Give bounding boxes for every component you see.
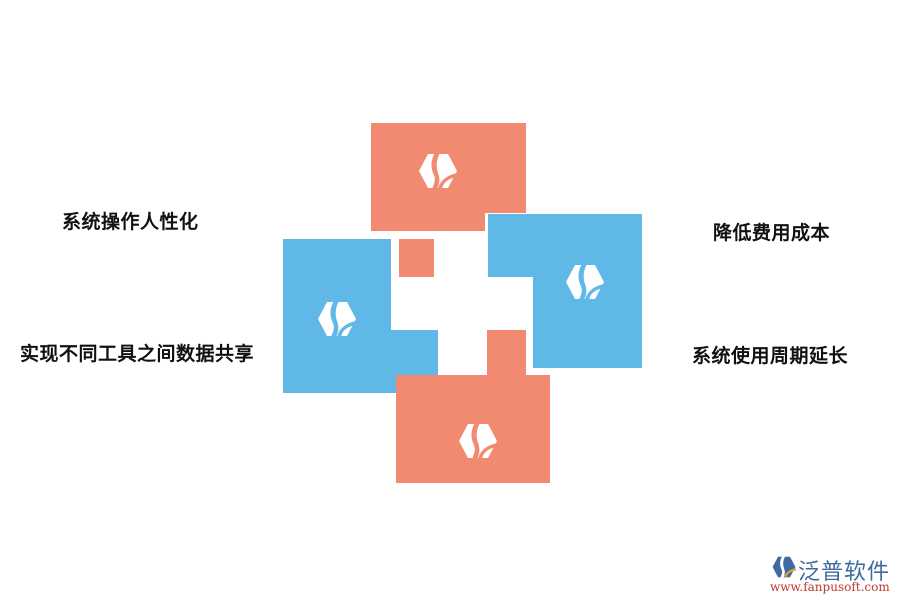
brand-name: 泛普软件 [798,560,891,585]
label-top-right: 降低费用成本 [713,222,831,244]
small-square [399,239,434,277]
hexagon-logo-icon [566,264,605,300]
hexagon-logo-icon [419,153,458,189]
brand-url: www.fanpusoft.com [770,580,890,594]
label-top-left: 系统操作人性化 [62,211,199,233]
label-bottom-right: 系统使用周期延长 [692,345,849,367]
hexagon-logo-icon [459,423,498,459]
right-block-upper [488,214,642,277]
fanpu-logo-icon [772,556,796,578]
bottom-block-tab [487,330,526,375]
label-bottom-left: 实现不同工具之间数据共享 [20,343,255,365]
hexagon-logo-icon [318,301,357,337]
top-block-lower [371,213,485,231]
